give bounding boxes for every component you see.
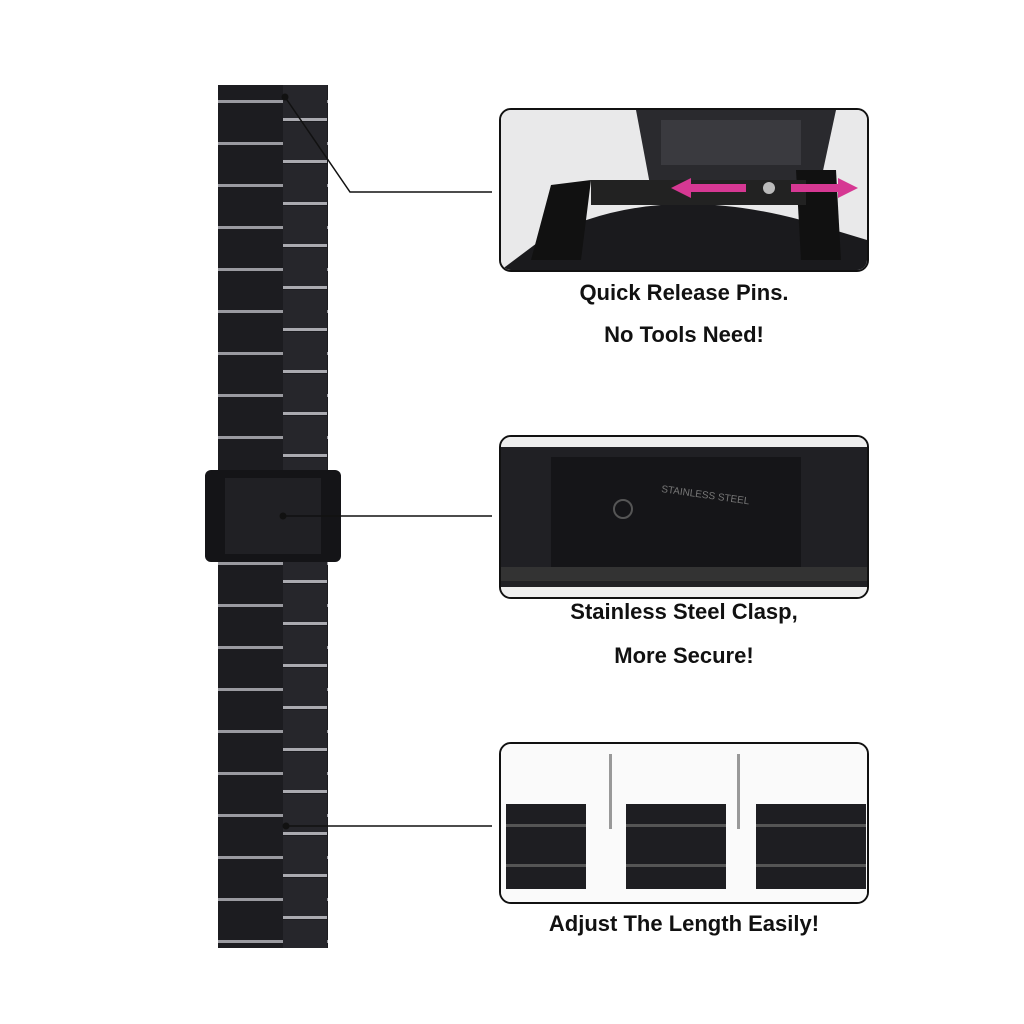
link-adjust-image (499, 742, 869, 904)
caption-steel-clasp: Stainless Steel Clasp, (570, 599, 798, 624)
caption-more-secure: More Secure! (614, 643, 754, 668)
quick-release-detail-image (499, 108, 869, 272)
clasp-detail-image: STAINLESS STEEL (499, 435, 869, 599)
caption-adjust-length: Adjust The Length Easily! (548, 911, 820, 936)
caption-quick-release: Quick Release Pins. (579, 280, 789, 305)
arrow-icon (671, 178, 858, 198)
caption-no-tools: No Tools Need! (604, 322, 764, 347)
